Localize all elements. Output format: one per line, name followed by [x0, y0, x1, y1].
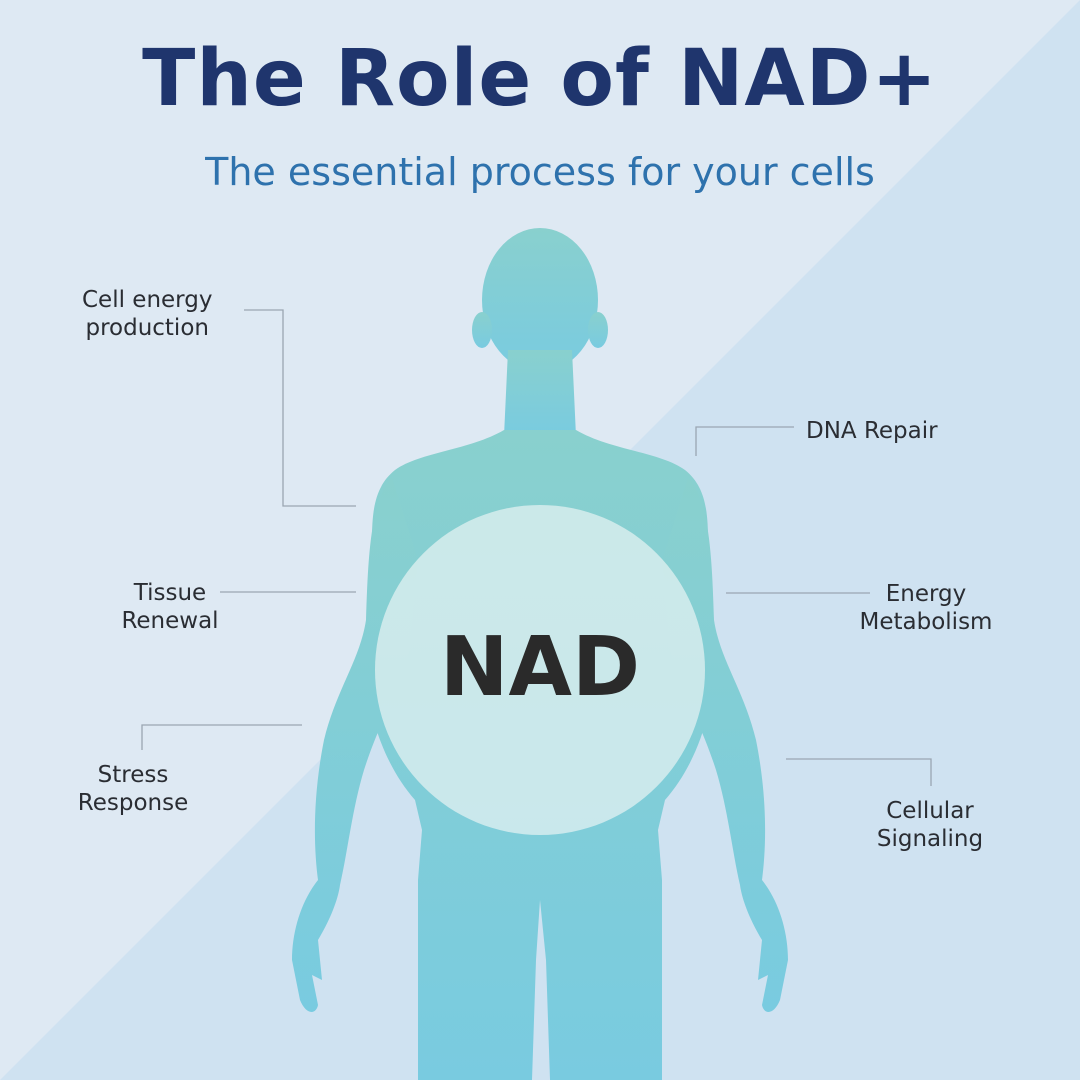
connector-cellular-signaling [786, 758, 932, 786]
connector-cell-energy [244, 309, 356, 507]
nad-circle [375, 505, 705, 835]
label-tissue-renewal: Tissue Renewal [121, 580, 219, 634]
label-stress-response: Stress Response [77, 762, 189, 816]
connector-lines [141, 309, 932, 786]
connector-stress-response [141, 724, 302, 750]
page-subtitle: The essential process for your cells [205, 150, 875, 194]
label-cell-energy-production: Cell energy production [82, 287, 213, 341]
label-dna-repair: DNA Repair [806, 418, 938, 444]
label-energy-metabolism: Energy Metabolism [859, 581, 993, 635]
nad-label: NAD [439, 620, 641, 715]
connector-dna-repair [695, 426, 794, 456]
label-cellular-signaling: Cellular Signaling [876, 798, 984, 852]
page-title: The Role of NAD+ [142, 34, 938, 124]
